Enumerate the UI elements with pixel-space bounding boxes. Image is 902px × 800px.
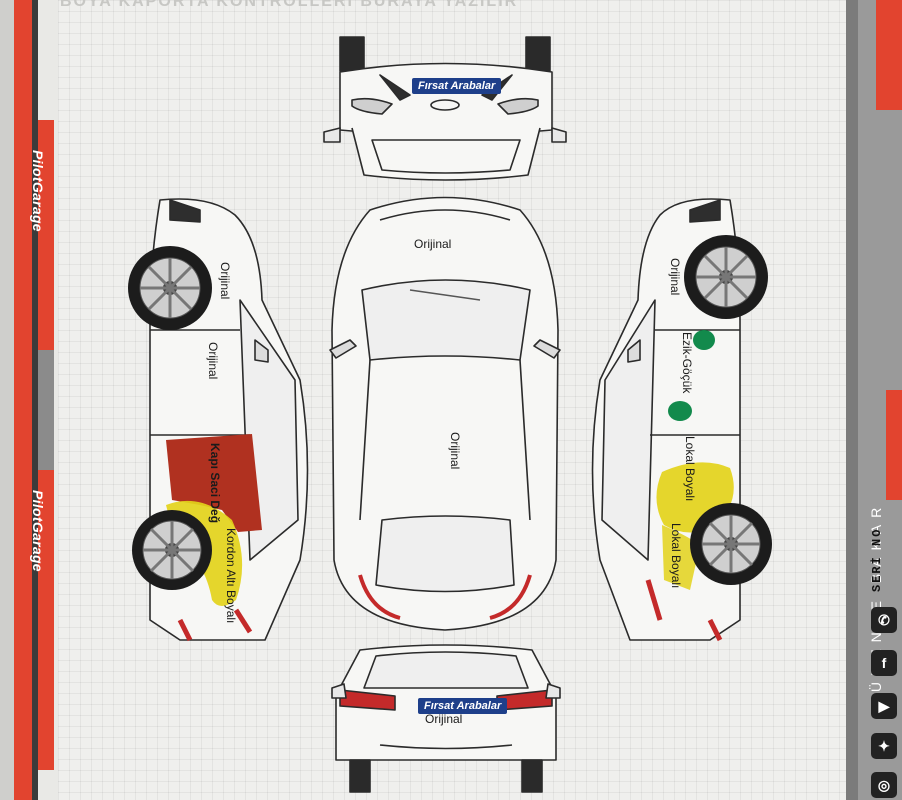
front-plate: Fırsat Arabalar xyxy=(412,78,502,94)
twitter-icon: ✦ xyxy=(871,733,897,759)
label-right-front-door: Ezik-Göçük xyxy=(680,332,694,394)
label-rear: Orijinal xyxy=(425,712,463,726)
whatsapp-icon: ✆ xyxy=(871,607,897,633)
left-red-panel-1 xyxy=(38,120,54,350)
label-left-front-door: Orijinal xyxy=(206,342,220,380)
left-dark-band xyxy=(32,0,38,800)
facebook-icon: f xyxy=(871,650,897,676)
rear-plate: Fırsat Arabalar xyxy=(418,698,508,714)
car-top-view xyxy=(329,196,561,631)
left-front-wheel xyxy=(128,246,212,330)
right-red-corner xyxy=(876,0,902,110)
instagram-icon: ◎ xyxy=(871,772,897,798)
label-left-front-fender: Orijinal xyxy=(218,262,232,300)
left-rear-door-damage-marker xyxy=(166,434,262,532)
left-rear-wheel xyxy=(132,510,212,590)
left-red-panel-2 xyxy=(38,470,54,770)
right-front-wheel xyxy=(684,235,768,319)
right-red-accent xyxy=(886,390,902,500)
label-roof: Orijinal xyxy=(448,432,462,470)
label-right-rear-fender: Lokal Boyalı xyxy=(669,523,683,589)
car-front-view xyxy=(323,36,567,181)
label-hood: Orijinal xyxy=(414,237,452,251)
right-rear-wheel xyxy=(690,503,772,585)
left-red-band xyxy=(14,0,32,800)
label-left-rocker: Kordon Altı Boyalı xyxy=(224,528,238,624)
sheet-title: BOYA KAPORTA KONTROLLERİ BURAYA YAZILIR xyxy=(60,0,519,10)
right-door-dent-marker xyxy=(668,401,692,421)
left-grey-panel xyxy=(38,350,54,470)
label-right-front-fender: Orijinal xyxy=(668,258,682,296)
label-right-rear-door: Lokal Boyalı xyxy=(683,436,697,502)
right-front-door-dent-marker xyxy=(693,330,715,350)
label-left-rear-door: Kapı Saci Değ xyxy=(208,443,222,524)
youtube-icon: ▶ xyxy=(871,693,897,719)
